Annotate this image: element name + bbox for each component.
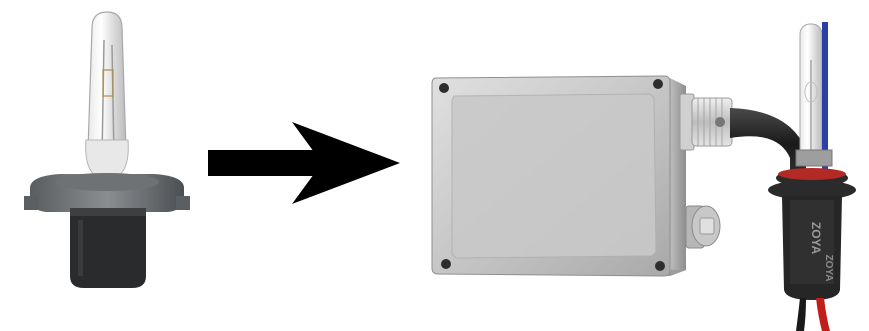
- bulb-brand-label-2: ZOYA: [823, 255, 834, 282]
- ballast-box-image: [432, 76, 806, 276]
- xenon-bulb-image: ZOYA ZOYA: [768, 22, 856, 331]
- halogen-bulb-image: [24, 12, 190, 288]
- right-arrow-icon: [208, 122, 400, 204]
- bulb-brand-label-1: ZOYA: [809, 222, 823, 255]
